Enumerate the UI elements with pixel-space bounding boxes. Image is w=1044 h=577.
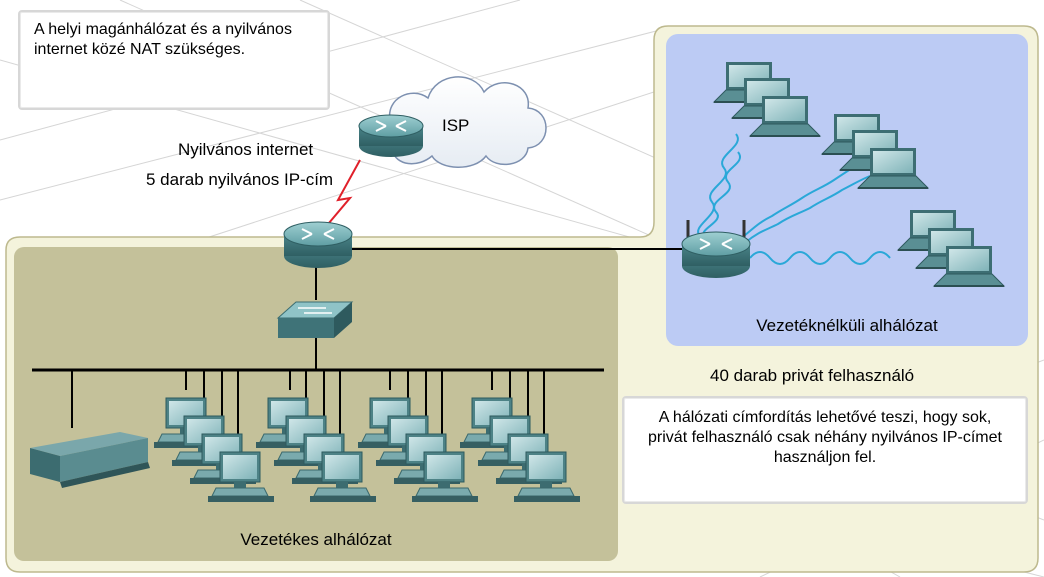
wireless-subnet-zone [666, 34, 1028, 346]
wired-subnet-zone [14, 247, 618, 561]
wired-subnet-label: Vezetékes alhálózat [240, 530, 392, 549]
nat-explanation-text: A hálózati címfordítás lehetővé teszi, h… [648, 409, 1002, 466]
public-internet-label: Nyilvános internet [178, 140, 314, 159]
printer-icon [30, 432, 150, 488]
nat-requirement-callout: A helyi magánhálózat és a nyilvános inte… [18, 10, 330, 110]
public-ip-label: 5 darab nyilvános IP-cím [146, 170, 334, 189]
nat-explanation-callout: A hálózati címfordítás lehetővé teszi, h… [622, 396, 1028, 504]
isp-label: ISP [442, 116, 470, 135]
nat-router-icon [283, 221, 353, 268]
wireless-subnet-label: Vezetéknélküli alhálózat [756, 316, 938, 335]
wan-link [317, 159, 361, 237]
private-users-label: 40 darab privát felhasználó [710, 366, 915, 385]
wireless-router-icon [681, 220, 751, 278]
nat-requirement-text: A helyi magánhálózat és a nyilvános inte… [34, 21, 292, 58]
switch-icon [276, 301, 354, 338]
wireless-signals [697, 133, 891, 265]
isp-router-icon [358, 114, 424, 157]
